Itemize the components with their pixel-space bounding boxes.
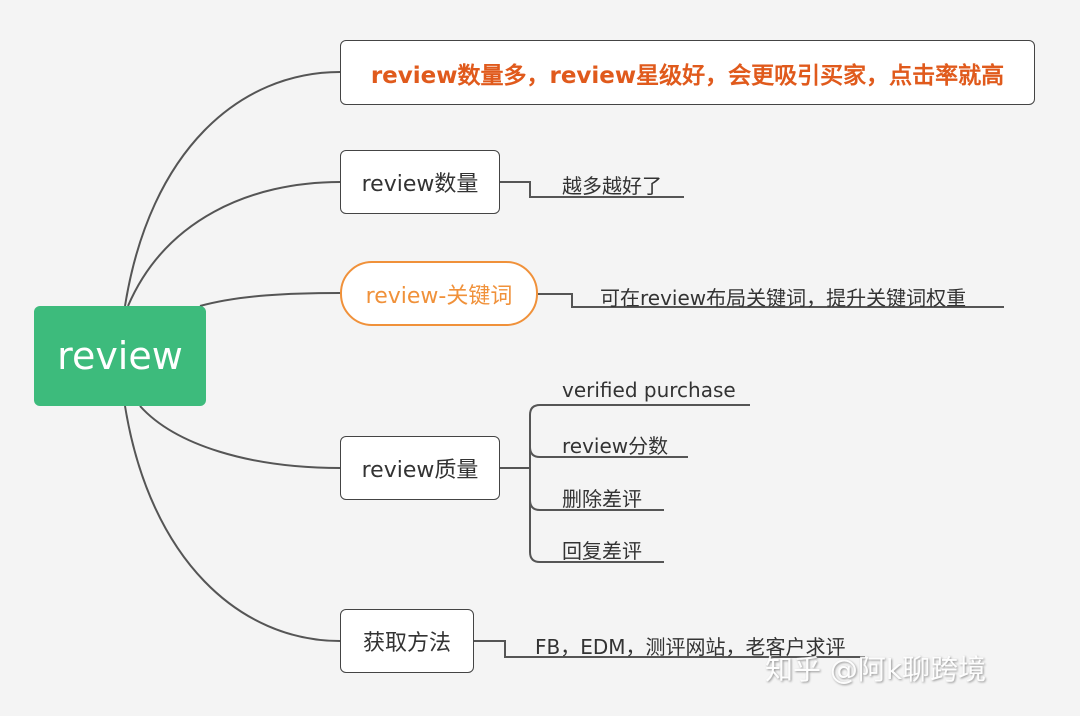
branch-label: review-关键词 <box>365 283 513 309</box>
branch-acquisition[interactable]: 获取方法 <box>340 609 474 673</box>
connector-root-branch5 <box>124 405 341 642</box>
branch-label: review数量 <box>361 172 479 197</box>
leaf-more-better[interactable]: 越多越好了 <box>562 174 662 198</box>
connector-branch3-leaf <box>538 293 1004 308</box>
branch-review-count[interactable]: review数量 <box>340 150 500 214</box>
branch-summary[interactable]: review数量多，review星级好，会更吸引买家，点击率就高 <box>340 40 1035 105</box>
connector-root-branch2 <box>127 181 341 307</box>
leaf-verified-purchase[interactable]: verified purchase <box>562 378 736 402</box>
branch-label: review质量 <box>361 458 479 483</box>
branch-review-quality[interactable]: review质量 <box>340 436 500 500</box>
leaf-acquisition-methods[interactable]: FB，EDM，测评网站，老客户求评 <box>535 635 846 659</box>
connector-root-branch3 <box>199 292 341 307</box>
branch-label: 获取方法 <box>362 631 451 656</box>
leaf-reply-negative[interactable]: 回复差评 <box>562 539 642 563</box>
branch-review-keyword[interactable]: review-关键词 <box>340 261 538 326</box>
connector-root-branch4 <box>139 405 341 469</box>
connector-branch2-leaf <box>500 181 684 198</box>
leaf-review-score[interactable]: review分数 <box>562 434 669 458</box>
root-node[interactable]: review <box>34 306 206 406</box>
root-label: review <box>57 334 183 378</box>
watermark: 知乎 @阿k聊跨境 <box>765 653 987 686</box>
connector-branch4-leaves <box>529 404 750 563</box>
leaf-delete-negative[interactable]: 删除差评 <box>562 487 642 511</box>
connector-root-branch1 <box>124 71 341 307</box>
leaf-keyword-layout[interactable]: 可在review布局关键词，提升关键词权重 <box>600 286 967 310</box>
connector-branch5-leaf <box>474 640 865 658</box>
branch-label: review数量多，review星级好，会更吸引买家，点击率就高 <box>370 62 1005 89</box>
